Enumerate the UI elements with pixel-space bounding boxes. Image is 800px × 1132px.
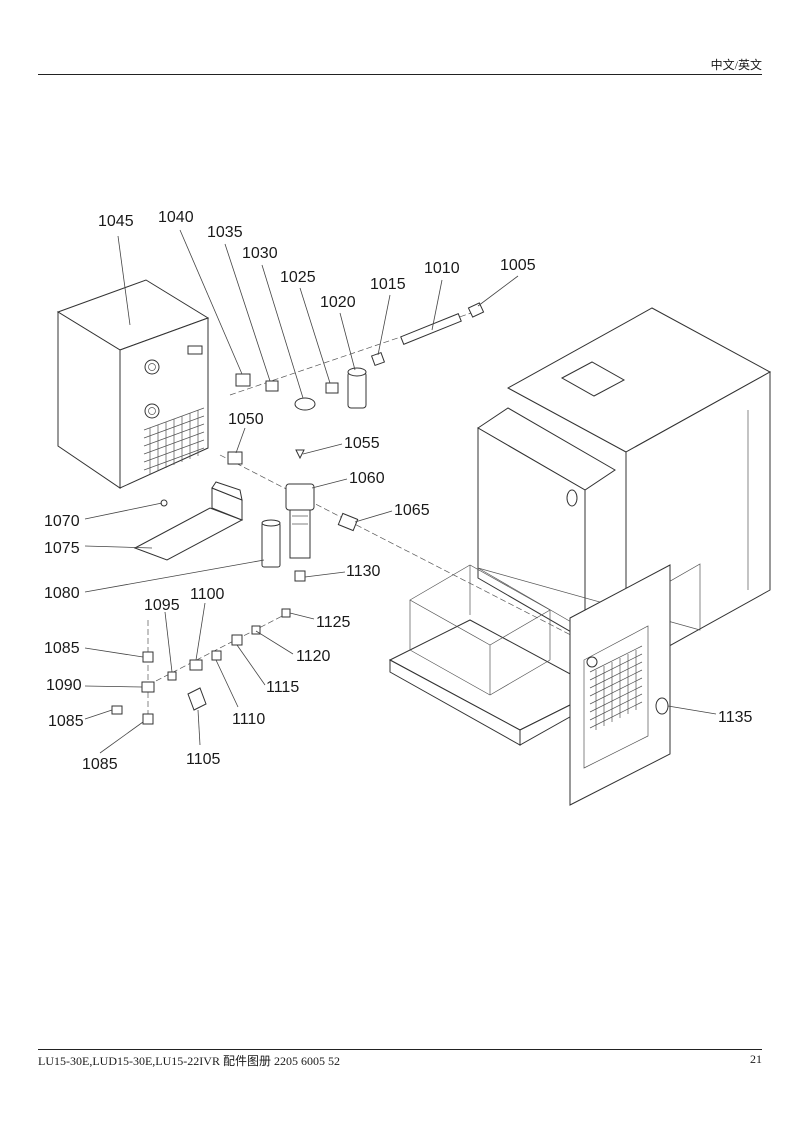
callout-1010: 1010 [424,260,460,277]
callout-1075: 1075 [44,540,80,557]
callout-1105: 1105 [186,751,221,768]
callout-1045: 1045 [98,213,134,230]
dryer-unit [56,279,210,489]
callout-1070: 1070 [44,513,80,530]
callout-1055: 1055 [344,435,380,452]
callout-1085-bottom: 1085 [82,756,118,773]
callout-1095: 1095 [144,597,180,614]
callout-1110: 1110 [232,711,265,728]
filter-assembly [285,449,359,582]
page-number: 21 [750,1052,762,1066]
footer-rule [38,1049,762,1050]
callout-1120: 1120 [296,648,331,665]
callout-1065: 1065 [394,502,430,519]
callout-1060: 1060 [349,470,385,487]
callout-1020: 1020 [320,294,356,311]
leader-lines [84,229,717,754]
callout-1125: 1125 [316,614,351,631]
footer-document-title: LU15-30E,LUD15-30E,LU15-22IVR 配件图册 2205 … [38,1054,340,1068]
callout-1115: 1115 [266,679,299,696]
callout-1015: 1015 [370,276,406,293]
callout-1005: 1005 [500,257,536,274]
callout-labels: 1045 1040 1035 1030 1025 1020 1015 1010 … [44,209,753,773]
callout-1035: 1035 [207,224,243,241]
callout-1090: 1090 [46,677,82,694]
callout-1085-middle: 1085 [48,713,84,730]
callout-1050: 1050 [228,411,264,428]
callout-1085-top: 1085 [44,640,80,657]
side-panel [569,564,671,806]
panel-vent-grille [589,645,643,730]
dryer-vent-grille [143,407,205,474]
callout-1135: 1135 [718,709,753,726]
header-language-label: 中文/英文 [710,58,762,72]
bracket-assembly [133,481,281,568]
header-rule [38,74,762,75]
callout-1130: 1130 [346,563,381,580]
callout-1100: 1100 [190,586,225,603]
callout-1025: 1025 [280,269,316,286]
callout-1080: 1080 [44,585,80,602]
callout-1030: 1030 [242,245,278,262]
drain-fittings [111,608,291,725]
callout-1040: 1040 [158,209,194,226]
base-frame [388,564,602,746]
